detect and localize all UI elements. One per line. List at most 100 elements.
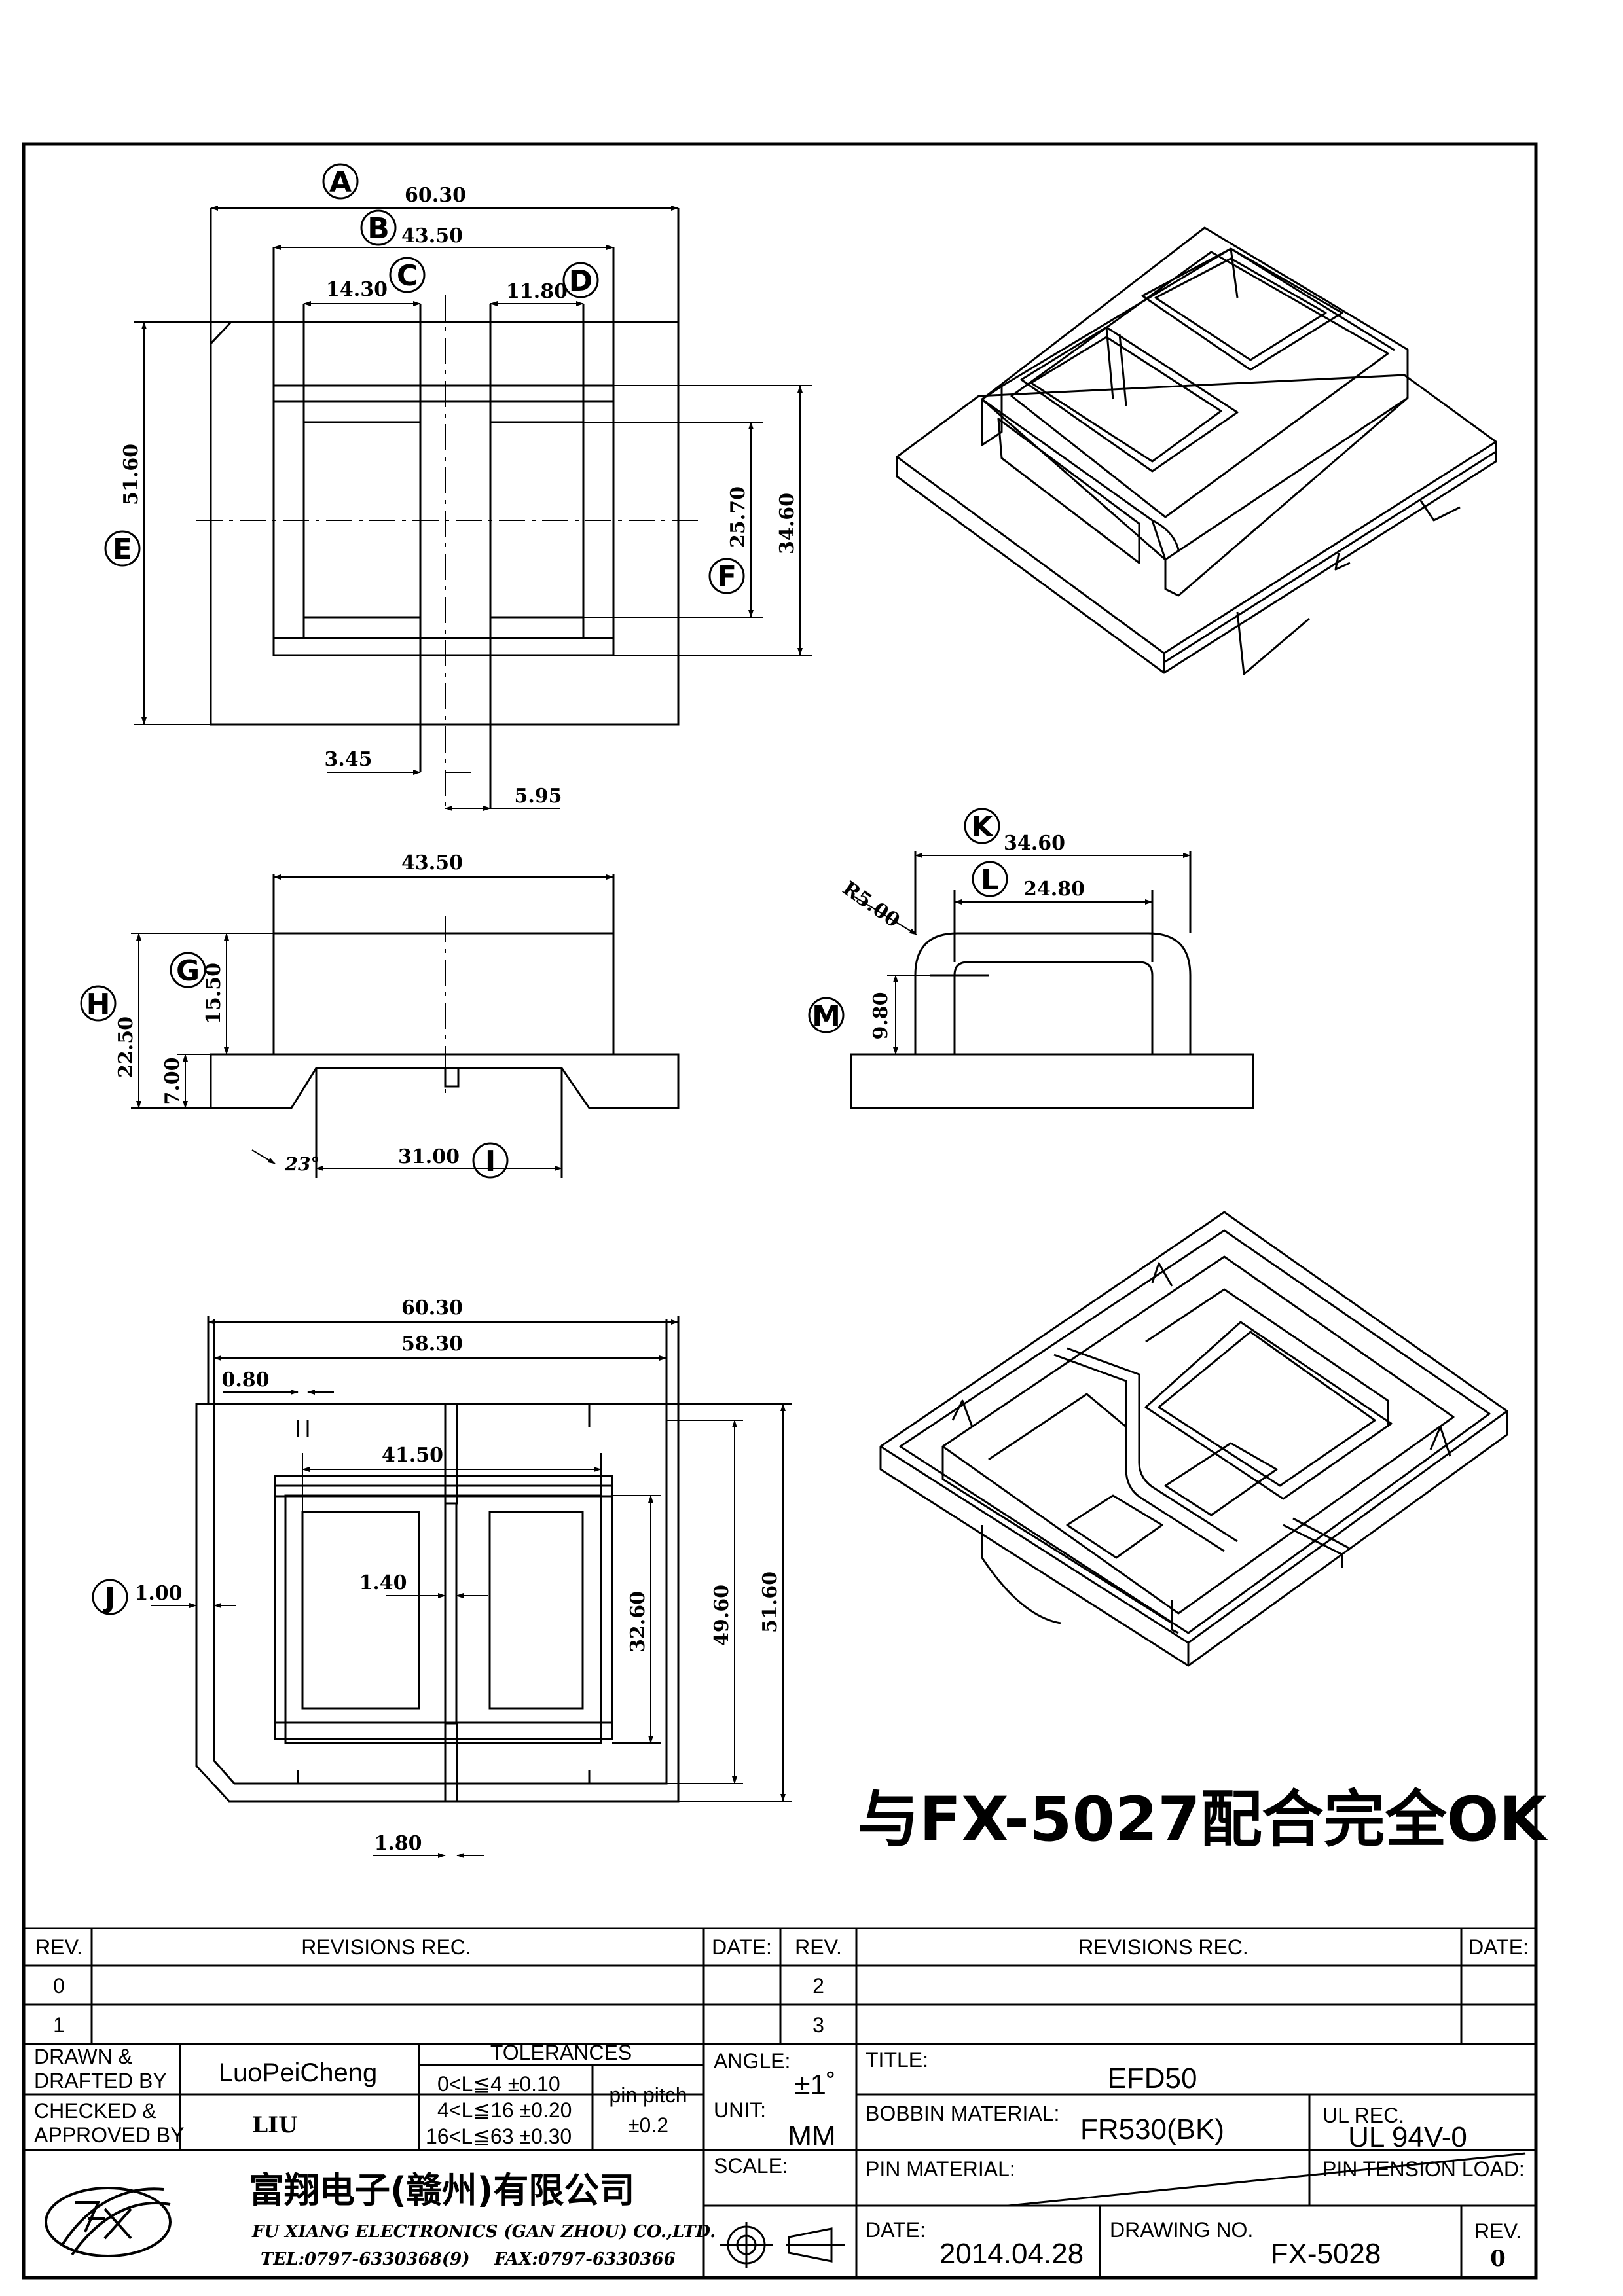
drawing-no-value: FX-5028 — [1271, 2238, 1381, 2270]
revisions-rec-right: REVISIONS REC. — [1078, 1935, 1249, 1959]
label-F: F — [717, 560, 737, 594]
dim-D-11.80: 11.80 — [506, 280, 568, 303]
unit-value: MM — [788, 2120, 835, 2152]
label-G: G — [176, 954, 200, 988]
dim-41.50: 41.50 — [382, 1444, 443, 1467]
bobbin-material-label: BOBBIN MATERIAL: — [866, 2102, 1059, 2125]
drawn-label-1: DRAWN & — [34, 2045, 132, 2068]
rev-row-0: 0 — [53, 1974, 65, 1998]
revisions-text: REV. REVISIONS REC. DATE: REV. REVISIONS… — [35, 1935, 1529, 2037]
angle-label: ANGLE: — [714, 2049, 790, 2073]
dim-angle-23: 23° — [285, 1153, 320, 1175]
rev-row-3: 3 — [812, 2013, 824, 2037]
front-view-dimensions — [131, 874, 614, 1171]
tolerance-row-3: 16<L≦63 ±0.30 — [426, 2125, 572, 2148]
title-block-text: DRAWN & DRAFTED BY LuoPeiCheng CHECKED &… — [34, 2041, 1525, 2272]
checked-label-1: CHECKED & — [34, 2099, 156, 2123]
pin-pitch-label: pin pitch — [609, 2083, 687, 2107]
label-B: B — [367, 212, 390, 245]
dim-E-51.60: 51.60 — [120, 444, 143, 505]
dim-34.60: 34.60 — [776, 493, 799, 554]
label-K: K — [971, 810, 994, 844]
dim-0.80: 0.80 — [221, 1369, 269, 1391]
bottom-view-dimensions — [151, 1319, 792, 1858]
front-view-labels: G H I 43.50 15.50 22.50 7.00 31.00 23° — [80, 852, 509, 1179]
dim-32.60: 32.60 — [627, 1591, 649, 1653]
angle-value: ±1˚ — [794, 2069, 835, 2101]
side-view-labels: K L M 34.60 24.80 R5.00 9.80 — [808, 808, 1085, 1040]
sheet-border — [22, 142, 1538, 2280]
dim-B-43.50: 43.50 — [401, 224, 463, 247]
company-logo — [45, 2187, 172, 2257]
rev-label: REV. — [1474, 2219, 1522, 2243]
bottom-view — [195, 1316, 680, 1803]
tolerances-label: TOLERANCES — [490, 2041, 632, 2064]
rev-header-left: REV. — [35, 1935, 82, 1959]
tolerance-row-2: 4<L≦16 ±0.20 — [437, 2098, 572, 2122]
date-label: DATE: — [866, 2218, 926, 2242]
company-fax: FAX:0797-6330366 — [494, 2250, 676, 2269]
revisions-rec-left: REVISIONS REC. — [301, 1935, 471, 1959]
label-A: A — [329, 166, 352, 199]
dim-60.30-bottom: 60.30 — [401, 1297, 463, 1319]
dim-49.60: 49.60 — [710, 1585, 733, 1646]
ul-rec-label: UL REC. — [1322, 2104, 1404, 2127]
company-tel: TEL:0797-6330368(9) — [261, 2250, 470, 2269]
label-L: L — [981, 863, 999, 897]
top-view — [210, 208, 680, 808]
side-view-dimensions — [854, 853, 1191, 1055]
label-H: H — [86, 988, 111, 1021]
ul-rec-value: UL 94V-0 — [1348, 2121, 1467, 2153]
top-view-dimensions — [134, 206, 812, 811]
label-I: I — [485, 1145, 496, 1178]
dim-5.95: 5.95 — [514, 785, 562, 808]
pin-tension-label: PIN TENSION LOAD: — [1322, 2157, 1525, 2181]
tolerance-row-1: 0<L≦4 ±0.10 — [437, 2072, 560, 2096]
pin-pitch-value: ±0.2 — [628, 2113, 668, 2137]
label-D: D — [569, 264, 593, 298]
label-J: J — [103, 1581, 115, 1615]
rev-value: 0 — [1490, 2246, 1506, 2272]
dim-3.45: 3.45 — [324, 748, 372, 771]
drawn-by-name: LuoPeiCheng — [219, 2058, 377, 2087]
date-header-left: DATE: — [712, 1935, 772, 1959]
side-view — [850, 851, 1254, 1109]
label-C: C — [397, 259, 418, 293]
top-view-labels: A B C D E F 60.30 43.50 14.30 11.80 51.6… — [104, 163, 799, 808]
compatibility-note: 与FX-5027配合完全OK — [858, 1784, 1549, 1856]
dim-F-25.70: 25.70 — [727, 486, 750, 548]
dim-L-24.80: 24.80 — [1023, 878, 1085, 901]
company-name-en: FU XIANG ELECTRONICS (GAN ZHOU) CO.,LTD. — [251, 2222, 716, 2242]
dim-K-34.60: 34.60 — [1004, 832, 1065, 855]
drawing-no-label: DRAWING NO. — [1110, 2218, 1253, 2242]
checked-label-2: APPROVED BY — [34, 2123, 184, 2147]
date-header-right: DATE: — [1468, 1935, 1529, 1959]
dim-G-15.50: 15.50 — [202, 963, 225, 1024]
rev-header-right: REV. — [795, 1935, 842, 1959]
pin-material-label: PIN MATERIAL: — [866, 2157, 1015, 2181]
isometric-view-bottom — [879, 1211, 1508, 1667]
dim-R5.00: R5.00 — [838, 877, 903, 933]
checked-by-name: LIU — [252, 2112, 297, 2138]
rev-row-1: 1 — [53, 2013, 65, 2037]
bottom-view-labels: J 60.30 58.30 0.80 41.50 1.40 1.00 32.60… — [92, 1297, 782, 1855]
dim-H-22.50: 22.50 — [115, 1016, 137, 1078]
top-view-centerlines — [196, 295, 704, 812]
revisions-table — [24, 1927, 1536, 2045]
title-block-lines — [24, 2044, 1536, 2278]
front-view — [210, 874, 680, 1178]
isometric-view-top — [896, 226, 1497, 675]
unit-label: UNIT: — [714, 2098, 766, 2122]
dim-J-1.00: 1.00 — [134, 1582, 182, 1605]
dim-M-9.80: 9.80 — [869, 992, 892, 1039]
label-M: M — [812, 999, 841, 1033]
dim-I-31.00: 31.00 — [398, 1145, 460, 1168]
dim-43.50-front: 43.50 — [401, 852, 463, 874]
dim-1.40: 1.40 — [359, 1571, 407, 1594]
dim-7.00: 7.00 — [161, 1057, 184, 1105]
label-E: E — [113, 533, 132, 566]
dim-51.60-bottom: 51.60 — [759, 1571, 782, 1633]
bobbin-material-value: FR530(BK) — [1080, 2113, 1224, 2145]
title-value: EFD50 — [1108, 2062, 1197, 2094]
